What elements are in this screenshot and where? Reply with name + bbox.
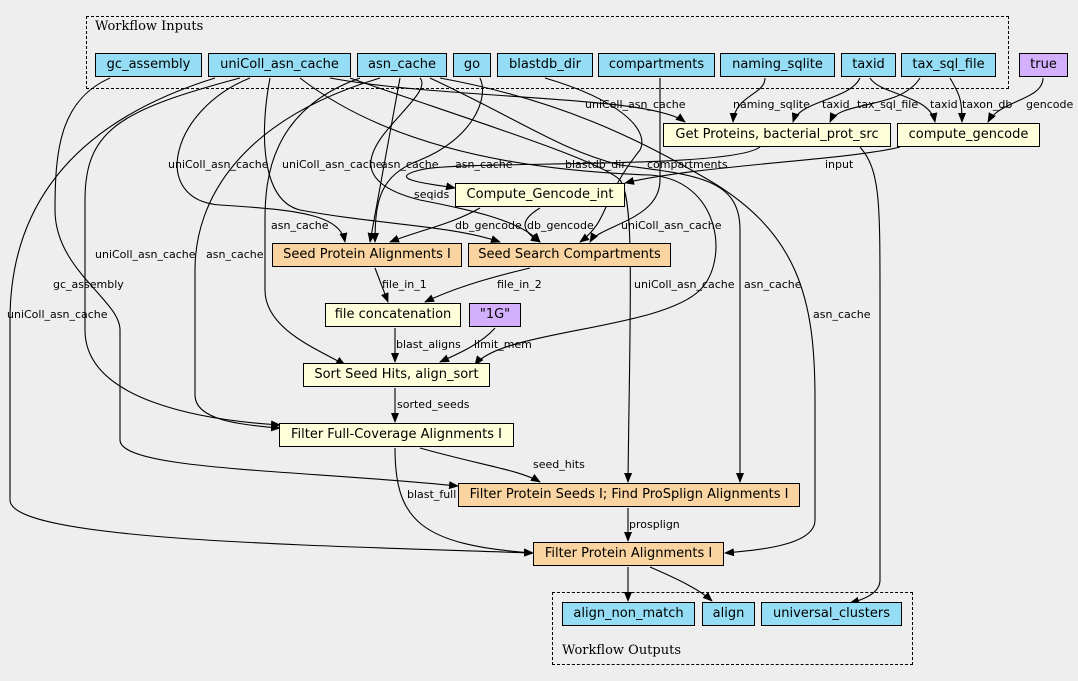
edge-unicoll-seed-protein [176, 77, 348, 243]
input-compartments[interactable]: compartments [598, 53, 715, 77]
edge-label-input: input [825, 158, 854, 171]
edge-taxid-compute [869, 77, 938, 123]
step-filter-protein-seeds[interactable]: Filter Protein Seeds I; Find ProSplign A… [458, 483, 800, 507]
edge-gc-assembly [54, 77, 459, 490]
edge-out-align [649, 566, 713, 602]
edge-label-asn-6: asn_cache [813, 308, 871, 321]
edge-asn-filter-seeds [429, 77, 744, 483]
edge-label-asn-5: asn_cache [744, 278, 802, 291]
edge-label-sorted-seeds: sorted_seeds [397, 398, 470, 411]
step-sort-seed-hits[interactable]: Sort Seed Hits, align_sort [303, 363, 490, 387]
constant-true[interactable]: true [1019, 53, 1068, 77]
edge-label-db-gencode-1: db_gencode [455, 219, 522, 232]
edge-label-unicoll-4: uniColl_asn_cache [95, 248, 196, 261]
edge-label-asn-2: asn_cache [455, 158, 513, 171]
edge-label-unicoll-5: uniColl_asn_cache [634, 278, 735, 291]
edge-label-blast-aligns: blast_aligns [396, 338, 461, 351]
step-compute-gencode[interactable]: compute_gencode [897, 123, 1040, 147]
edge-asn-filter-full [194, 77, 381, 432]
edge-true [987, 77, 1044, 123]
edge-taxid-get [791, 77, 861, 123]
edge-label-unicoll-2: uniColl_asn_cache [282, 158, 383, 171]
edge-naming [729, 77, 766, 123]
edge-blastdb [544, 77, 643, 243]
edge-label-gencode: gencode [1026, 98, 1074, 111]
input-tax-sql-file[interactable]: tax_sql_file [901, 53, 996, 77]
edge-label-prosplign: prosplign [629, 518, 680, 531]
edge-label-unicoll-3: uniColl_asn_cache [621, 219, 722, 232]
edge-tax-sql-compute [949, 77, 966, 123]
edge-label-taxid-2: taxid [930, 98, 958, 111]
edge-unicoll-filter-full [84, 77, 281, 429]
output-align-non-match[interactable]: align_non_match [562, 602, 695, 626]
workflow-outputs-cluster [552, 592, 913, 665]
edge-label-taxid-1: taxid [822, 98, 850, 111]
edge-label-seed-hits: seed_hits [533, 458, 585, 471]
edge-seed-hits [419, 447, 541, 483]
edge-asn-seed-search [370, 77, 541, 243]
edge-get-compute-int [406, 146, 761, 191]
input-gc-assembly[interactable]: gc_assembly [95, 53, 202, 77]
edge-dbgencode-2 [524, 207, 541, 243]
edge-label-naming-sqlite: naming_sqlite [733, 98, 810, 111]
edge-label-asn-1: asn_cache [381, 158, 439, 171]
edge-label-unicoll-1: uniColl_asn_cache [168, 158, 269, 171]
edge-unicoll-filter-seeds [349, 77, 633, 483]
workflow-inputs-label: Workflow Inputs [95, 19, 204, 34]
step-get-proteins[interactable]: Get Proteins, bacterial_prot_src [663, 123, 891, 147]
edge-universal [849, 146, 881, 605]
edge-input [624, 146, 901, 185]
edge-label-tax-sql-file: tax_sql_file [857, 98, 919, 111]
workflow-inputs-cluster [86, 16, 1009, 89]
edge-label-blast-full: blast_full [407, 488, 457, 501]
workflow-outputs-label: Workflow Outputs [562, 643, 681, 658]
step-seed-protein-alignments[interactable]: Seed Protein Alignments I [272, 243, 462, 267]
edge-unicoll-sort [299, 77, 717, 366]
edge-limit-mem [439, 327, 496, 363]
edge-unicoll-get-proteins [329, 77, 686, 123]
edge-label-asn-3: asn_cache [271, 219, 329, 232]
input-asn-cache[interactable]: asn_cache [357, 53, 447, 77]
edge-label-asn-4: asn_cache [206, 248, 264, 261]
edge-asn-seed-protein-2 [371, 77, 484, 243]
input-taxid[interactable]: taxid [841, 53, 896, 77]
edge-label-blastdb: blastdb_dir [565, 158, 626, 171]
input-unicoll-asn-cache[interactable]: uniColl_asn_cache [208, 53, 351, 77]
edge-file-in-2 [424, 267, 531, 303]
edge-asn-sort [264, 77, 361, 366]
edge-file-in-1 [374, 267, 389, 303]
edge-label-gc-assembly: gc_assembly [53, 278, 124, 291]
edge-label-seqids: seqids [414, 188, 450, 201]
step-seed-search-compartments[interactable]: Seed Search Compartments [468, 243, 671, 267]
step-filter-protein-alignments[interactable]: Filter Protein Alignments I [533, 542, 724, 566]
step-compute-gencode-int[interactable]: Compute_Gencode_int [455, 183, 625, 207]
output-align[interactable]: align [702, 602, 755, 626]
edge-unicoll-filter-alignments [9, 77, 534, 557]
edge-label-db-gencode-2: db_gencode [527, 219, 594, 232]
input-naming-sqlite[interactable]: naming_sqlite [720, 53, 835, 77]
edge-compartments [589, 78, 661, 243]
edge-asn-filter-alignments [439, 77, 816, 557]
edge-blast-full [394, 447, 534, 557]
edge-label-compartments: compartments [647, 158, 728, 171]
edge-label-unicoll-get: uniColl_asn_cache [585, 98, 686, 111]
input-blastdb-dir[interactable]: blastdb_dir [497, 53, 593, 77]
edge-label-file-in-1: file_in_1 [382, 278, 427, 291]
output-universal-clusters[interactable]: universal_clusters [761, 602, 902, 626]
input-go[interactable]: go [453, 53, 491, 77]
edge-label-unicoll-6: uniColl_asn_cache [7, 308, 108, 321]
step-filter-full-coverage[interactable]: Filter Full-Coverage Alignments I [279, 423, 514, 447]
edge-asn-seed-protein [367, 77, 401, 243]
edge-label-file-in-2: file_in_2 [497, 278, 542, 291]
edge-unicoll-seed-search [263, 77, 501, 243]
step-file-concatenation[interactable]: file concatenation [325, 303, 461, 327]
edge-tax-sql-get [829, 77, 921, 123]
edge-label-limit-mem: limit_mem [474, 338, 532, 351]
edge-label-taxon-db: taxon_db [962, 98, 1013, 111]
edge-dbgencode-1 [389, 207, 481, 243]
constant-1g[interactable]: "1G" [469, 303, 521, 327]
